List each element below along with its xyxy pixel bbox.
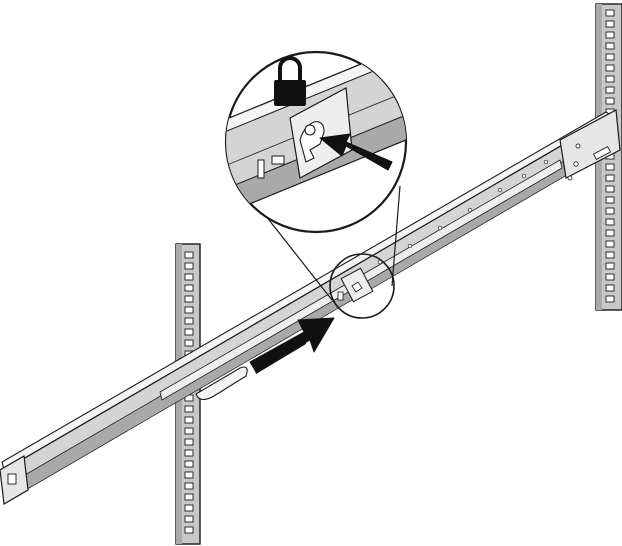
rail-latch — [337, 267, 374, 303]
post-hole — [184, 460, 194, 468]
post-hole — [184, 427, 194, 435]
rail-hole — [521, 173, 527, 179]
post-hole — [605, 174, 615, 182]
post-hole — [605, 295, 615, 303]
post-hole — [184, 295, 194, 303]
post-hole — [184, 284, 194, 292]
post-hole — [605, 64, 615, 72]
post-hole — [605, 163, 615, 171]
post-hole — [184, 262, 194, 270]
post-hole — [184, 405, 194, 413]
post-hole — [184, 251, 194, 259]
post-hole — [184, 482, 194, 490]
rail-hole — [407, 243, 413, 249]
post-hole — [184, 449, 194, 457]
post-hole — [184, 493, 194, 501]
rail-hole — [543, 159, 549, 165]
post-hole — [184, 328, 194, 336]
post-hole — [605, 42, 615, 50]
post-hole — [184, 515, 194, 523]
post-hole — [605, 196, 615, 204]
post-hole — [605, 218, 615, 226]
post-hole — [605, 20, 615, 28]
post-hole — [605, 185, 615, 193]
post-hole — [184, 339, 194, 347]
post-hole — [184, 306, 194, 314]
post-hole — [605, 240, 615, 248]
post-hole — [605, 207, 615, 215]
post-hole — [605, 97, 615, 105]
post-hole — [605, 262, 615, 270]
post-hole — [605, 229, 615, 237]
post-hole — [184, 504, 194, 512]
rail-holes — [377, 159, 549, 265]
post-hole — [184, 438, 194, 446]
rail-hole — [497, 187, 503, 193]
slide-rail — [0, 109, 621, 505]
rail-hole — [437, 225, 443, 231]
post-hole — [184, 416, 194, 424]
post-hole — [184, 526, 194, 534]
post-hole — [184, 273, 194, 281]
post-hole — [605, 273, 615, 281]
post-hole — [184, 317, 194, 325]
lock-icon — [274, 56, 306, 106]
post-hole — [605, 53, 615, 61]
rail-hole — [467, 207, 473, 213]
post-hole — [605, 9, 615, 17]
post-hole — [605, 31, 615, 39]
post-hole — [605, 86, 615, 94]
arrow-icon — [249, 317, 335, 374]
post-hole — [605, 284, 615, 292]
post-hole — [605, 251, 615, 259]
post-hole — [605, 75, 615, 83]
post-hole — [184, 471, 194, 479]
zoom-callout — [224, 50, 408, 319]
